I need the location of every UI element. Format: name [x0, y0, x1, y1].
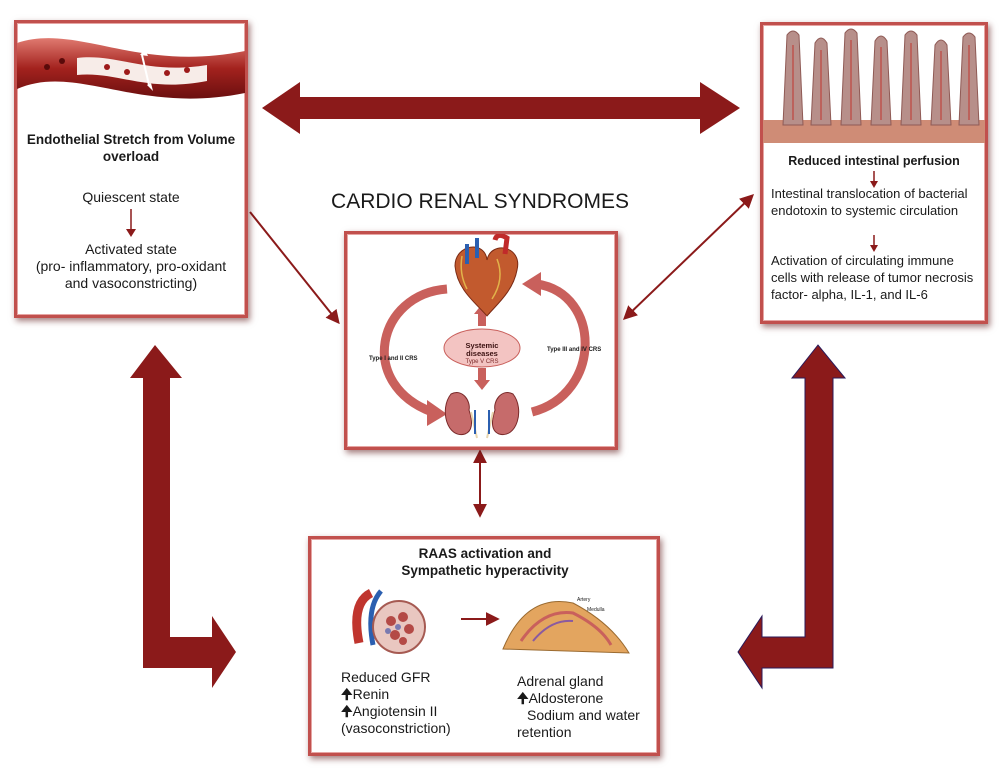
nephron-illustration	[352, 588, 426, 654]
left-elbow-arrow	[130, 345, 236, 688]
intestinal-translocation-text: Intestinal translocation of bacterial en…	[771, 186, 968, 218]
heart-illustration	[454, 234, 519, 317]
raas-heading-line2: Sympathetic hyperactivity	[401, 563, 569, 578]
type-iii-iv-label: Type III and IV CRS	[547, 347, 602, 353]
center-right-double-arrow	[622, 194, 755, 320]
type-i-ii-label: Type I and II CRS	[369, 356, 418, 362]
vasoconstriction-text: (vasoconstriction)	[341, 720, 451, 736]
top-double-arrow	[262, 82, 740, 134]
reduced-gfr-text: Reduced GFR	[341, 669, 431, 685]
kidney-illustration	[444, 392, 520, 439]
renin-text: Renin	[352, 686, 390, 702]
aldosterone-text: Aldosterone	[528, 690, 604, 706]
intestinal-heading: Reduced intestinal perfusion	[788, 154, 960, 168]
down-arrow-icon	[126, 209, 136, 237]
endothelial-box: Endothelial Stretch from Volume overload…	[14, 20, 248, 318]
raas-illustrations	[352, 588, 630, 654]
aldosterone-row: 🠉Aldosterone	[517, 690, 603, 707]
angiotensin-text: Angiotensin II	[352, 703, 438, 719]
right-elbow-arrow	[737, 344, 847, 690]
activated-state-label: Activated state	[85, 241, 177, 257]
renin-row: 🠉Renin	[341, 686, 389, 703]
medulla-label: Medulla	[587, 607, 605, 613]
intestinal-box: Reduced intestinal perfusion Intestinal …	[760, 22, 988, 324]
up-arrow-icon: 🠉	[517, 690, 529, 706]
angiotensin-row: 🠉Angiotensin II	[341, 703, 437, 720]
center-crs-box: Type I and II CRS Type III and IV CRS Sy…	[344, 231, 618, 450]
activated-state-detail: (pro- inflammatory, pro-oxidant and vaso…	[35, 258, 227, 291]
up-arrow-icon: 🠉	[341, 686, 353, 702]
artery-label: Artery	[577, 597, 591, 603]
type-v-label: Type V CRS	[465, 359, 499, 365]
adrenal-gland-illustration	[502, 601, 630, 654]
quiescent-state-label: Quiescent state	[82, 189, 180, 205]
diagram-title: CARDIO RENAL SYNDROMES	[331, 190, 629, 213]
adrenal-gland-text: Adrenal gland	[517, 673, 604, 689]
raas-heading-line1: RAAS activation and	[418, 546, 552, 561]
intestinal-villi-illustration	[763, 28, 985, 143]
retention-text: retention	[517, 724, 572, 740]
sodium-water-text: Sodium and water	[527, 707, 640, 723]
down-arrow-icon	[870, 235, 878, 252]
left-to-center-arrow	[249, 211, 340, 325]
center-illustration	[379, 234, 590, 439]
endothelial-heading: Endothelial Stretch from Volume overload	[26, 132, 236, 164]
down-arrow-icon	[870, 171, 878, 188]
blood-vessel-illustration	[17, 38, 245, 99]
up-arrow-icon: 🠉	[341, 703, 353, 719]
systemic-diseases-label: Systemic diseases	[465, 341, 499, 358]
raas-box: RAAS activation and Sympathetic hyperact…	[308, 536, 660, 756]
immune-activation-text: Activation of circulating immune cells w…	[771, 253, 974, 302]
